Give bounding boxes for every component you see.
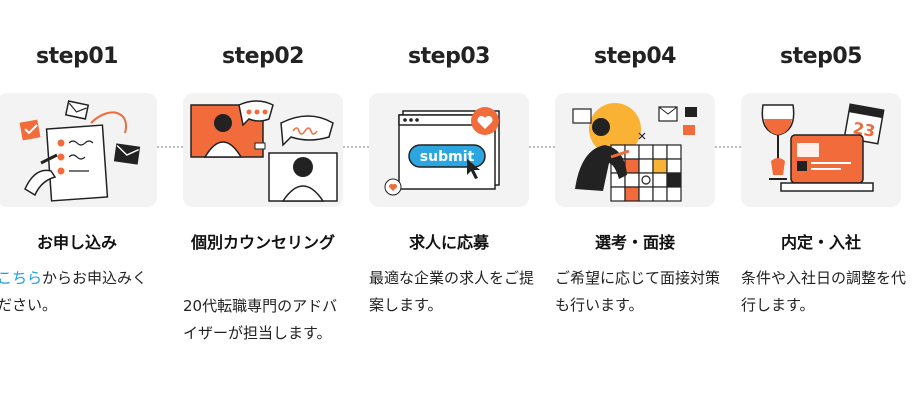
job-application-submit-illustration: submit [384,107,500,196]
step-02-illustration [183,93,343,207]
step-description: ご希望に応じて面接対策も行います。 [555,269,721,314]
step-connector [529,146,555,148]
step-05-illustration: 23 [741,93,901,207]
job-offer-celebration-illustration: 23 [761,103,885,192]
step-description: 20代転職専門のアドバイザーが担当します。 [183,297,338,342]
step-03-illustration: submit [369,93,529,207]
step-heading: 求人に応募 [408,233,489,252]
step-connector [343,146,369,148]
counseling-video-call-illustration [190,100,338,202]
interview-schedule-illustration [572,103,697,202]
step-label: step04 [594,44,676,69]
step-heading: 選考・面接 [594,233,675,252]
step-label: step01 [36,44,118,69]
step-label: step03 [408,44,490,69]
step-connector [157,146,183,148]
step-description: こちらからお申込みください。 [0,265,162,319]
step-heading: お申し込み [36,233,117,252]
submit-text: submit [420,149,475,165]
step-heading: 個別カウンセリング [190,233,335,252]
step-01-illustration [0,93,157,207]
step-connector [715,146,741,148]
step-label: step02 [222,44,304,69]
apply-here-link[interactable]: こちら [0,269,43,287]
step-description: 最適な企業の求人をご提案します。 [369,269,535,314]
step-description-text: からお申込みください。 [0,269,148,314]
step-heading: 内定・入社 [780,233,861,252]
step-label: step05 [780,44,862,69]
step-description: 条件や入社日の調整を代行します。 [741,269,907,314]
application-form-illustration [19,100,141,202]
step-04-illustration [555,93,715,207]
